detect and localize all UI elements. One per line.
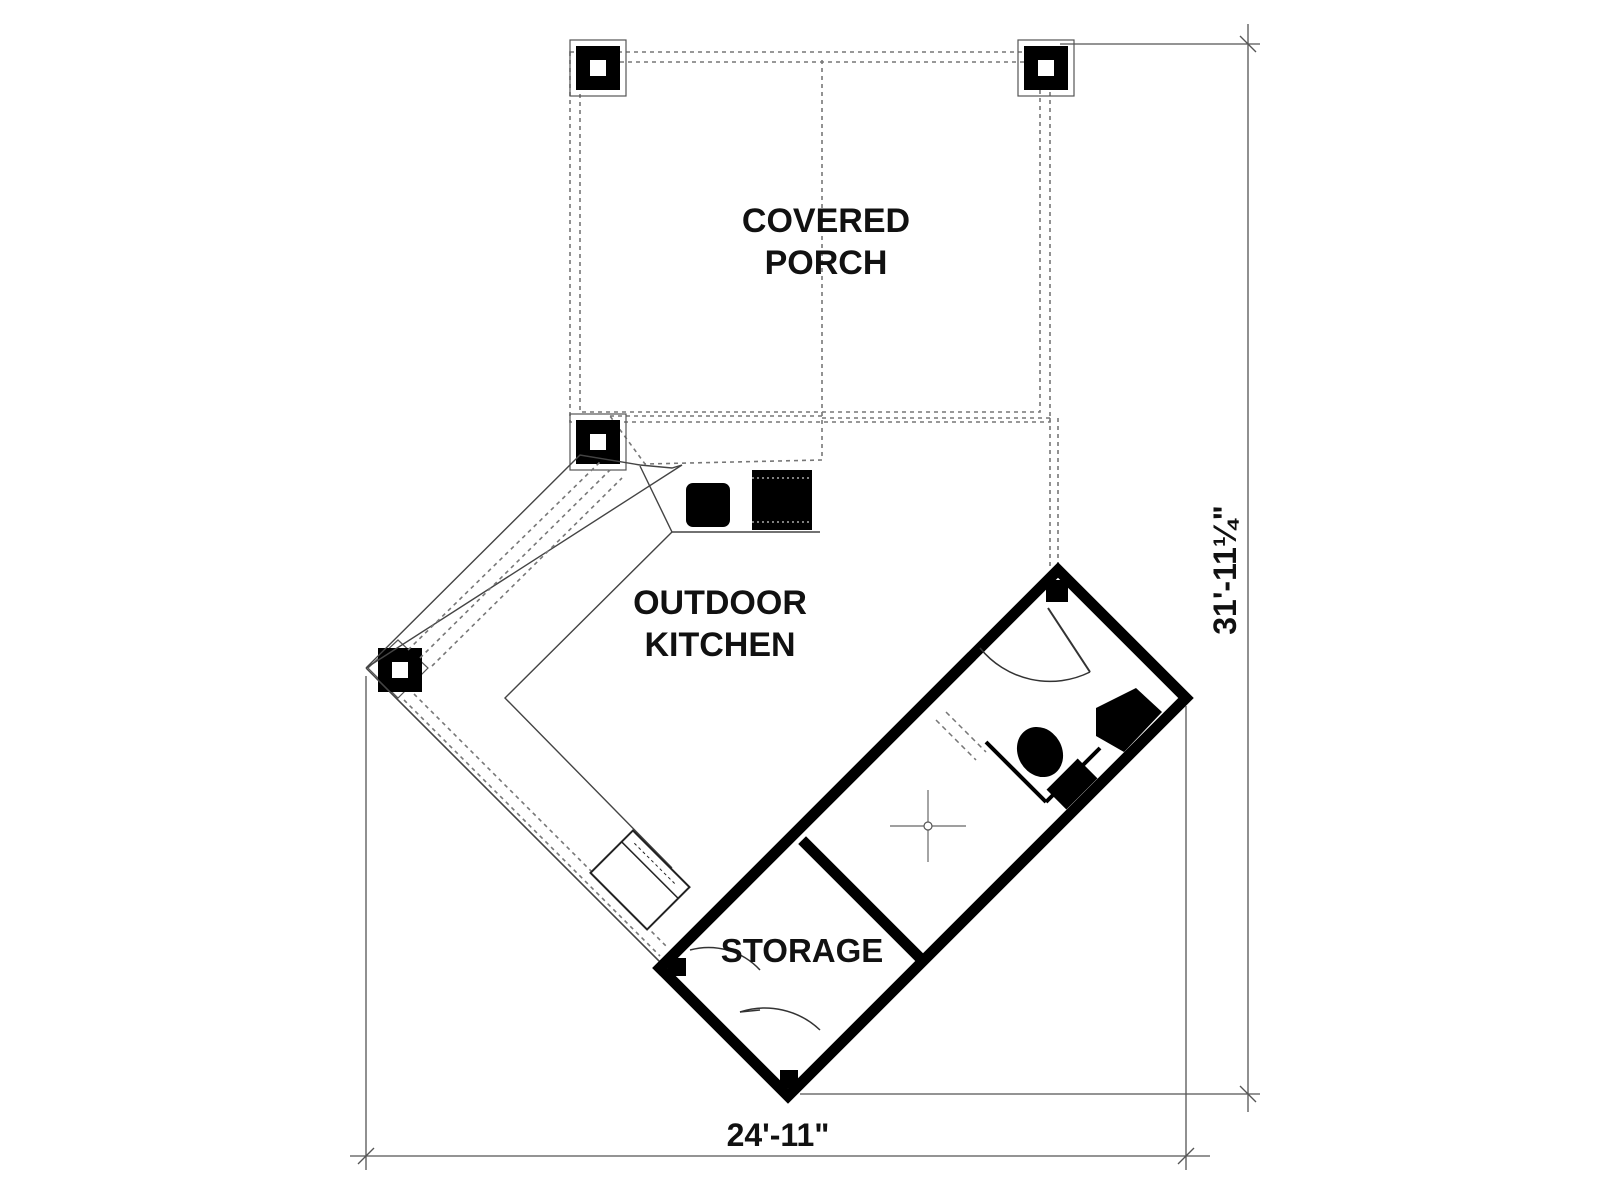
shower-drain-icon	[890, 790, 966, 862]
storage-label: STORAGE	[721, 932, 884, 969]
toilet-icon	[1016, 726, 1098, 810]
bathroom-door[interactable]	[979, 580, 1091, 683]
storage-door[interactable]	[668, 946, 821, 1088]
post-far-left	[367, 639, 429, 699]
shower-curtain	[935, 711, 987, 761]
dimension-width	[350, 676, 1210, 1170]
outdoor-kitchen-outline	[365, 454, 820, 1081]
outdoor-kitchen-label-line2: KITCHEN	[644, 626, 795, 664]
outdoor-kitchen-label-line1: OUTDOOR	[633, 584, 807, 622]
post-mid-left	[569, 413, 627, 471]
grill-appliance	[752, 470, 812, 530]
height-dimension-label: 31'-11¼"	[1207, 505, 1243, 635]
width-dimension-label: 24'-11"	[727, 1117, 830, 1153]
fridge-appliance	[589, 829, 691, 931]
bathroom-storage-building	[652, 562, 1194, 1104]
vanity-icon	[1096, 688, 1162, 752]
covered-porch-label-line1: COVERED	[742, 202, 910, 240]
covered-porch-label-line2: PORCH	[765, 244, 888, 282]
covered-porch-outline	[569, 51, 1059, 570]
post-top-left	[569, 39, 627, 97]
dimension-height	[800, 24, 1260, 1112]
sink-appliance	[686, 483, 730, 527]
post-top-right	[1017, 39, 1075, 97]
